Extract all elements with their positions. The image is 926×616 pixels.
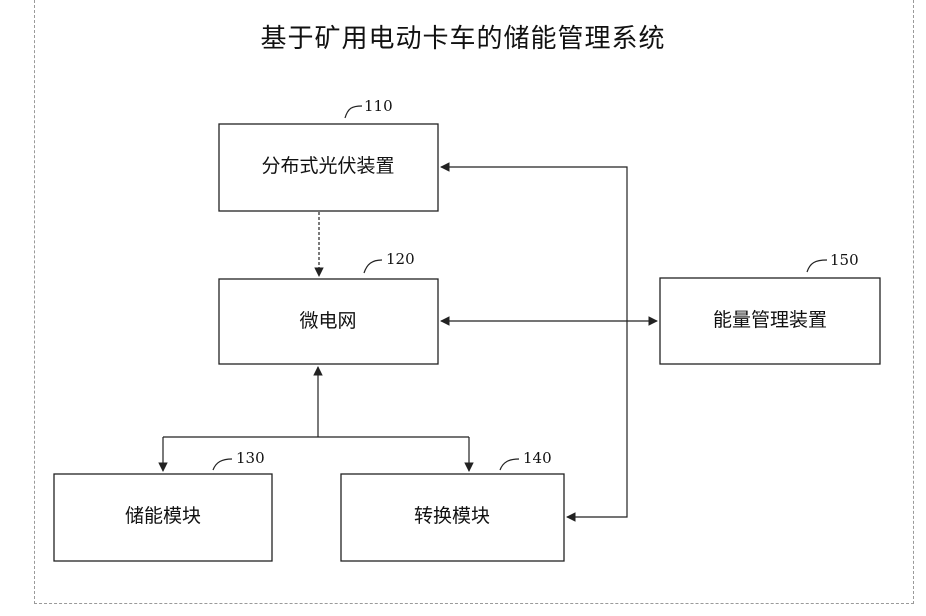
ref-110: 110	[364, 97, 393, 115]
node-grid-label: 微电网	[299, 310, 356, 332]
ref-130: 130	[236, 449, 265, 467]
ref-leader-120	[364, 260, 382, 273]
ref-120: 120	[386, 250, 415, 268]
node-convert: 转换模块 140	[341, 449, 564, 561]
node-convert-label: 转换模块	[414, 505, 490, 527]
ref-leader-140	[500, 459, 519, 470]
node-storage-label: 储能模块	[125, 505, 201, 527]
ref-140: 140	[523, 449, 552, 467]
ref-leader-130	[213, 459, 232, 470]
node-grid: 微电网 120	[219, 250, 438, 364]
ref-150: 150	[830, 251, 859, 269]
node-pv-label: 分布式光伏装置	[261, 155, 394, 177]
node-pv: 分布式光伏装置 110	[219, 97, 438, 211]
ref-leader-110	[345, 106, 362, 118]
ref-leader-150	[807, 260, 827, 272]
node-energy: 能量管理装置 150	[660, 251, 880, 364]
node-energy-label: 能量管理装置	[713, 309, 827, 331]
